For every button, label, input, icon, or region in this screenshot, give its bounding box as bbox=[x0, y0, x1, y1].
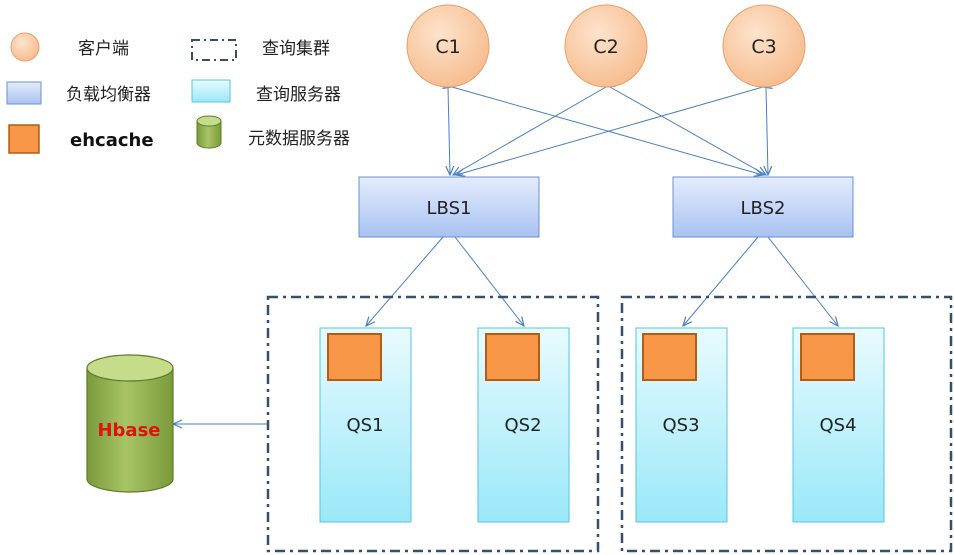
legend-client-label: 客户端 bbox=[78, 39, 129, 59]
qs3-ehcache bbox=[642, 333, 697, 381]
legend: 客户端 查询集群 负载均衡器 查询服务器 ehcache 元数据服务器 bbox=[6, 32, 350, 154]
qs3-label: QS3 bbox=[662, 415, 699, 436]
load-balancers: LBS1 LBS2 bbox=[358, 176, 854, 238]
arrow-lbs1-qs2 bbox=[455, 237, 524, 326]
arrow-c2-lbs2 bbox=[610, 87, 766, 175]
legend-qs-label: 查询服务器 bbox=[256, 85, 341, 105]
legend-lb-label: 负载均衡器 bbox=[66, 85, 151, 105]
qs3-box: QS3 bbox=[635, 327, 728, 523]
legend-ehcache-swatch bbox=[8, 124, 40, 154]
clients: C1 C2 C3 bbox=[406, 4, 806, 88]
qs1-ehcache bbox=[327, 333, 382, 381]
legend-cluster-label: 查询集群 bbox=[262, 39, 330, 59]
legend-cluster-swatch bbox=[191, 39, 237, 61]
arrow-c3-lbs2 bbox=[766, 87, 768, 175]
qs4-box: QS4 bbox=[792, 327, 885, 523]
qs4-label: QS4 bbox=[819, 415, 856, 436]
client-c3-label: C3 bbox=[751, 36, 776, 58]
client-c3: C3 bbox=[722, 4, 806, 88]
qs2-ehcache bbox=[485, 333, 540, 381]
hbase-label: Hbase bbox=[97, 420, 160, 441]
lbs2-label: LBS2 bbox=[741, 198, 786, 219]
client-c2-label: C2 bbox=[593, 36, 618, 58]
arrow-c2-lbs1 bbox=[453, 87, 606, 175]
lbs1-box: LBS1 bbox=[358, 176, 540, 238]
legend-metadata-label: 元数据服务器 bbox=[248, 129, 350, 149]
qs2-label: QS2 bbox=[504, 415, 541, 436]
legend-client-swatch bbox=[10, 32, 40, 62]
qs1-label: QS1 bbox=[346, 415, 383, 436]
query-cluster-1 bbox=[266, 295, 600, 553]
legend-lb-swatch bbox=[6, 81, 42, 105]
qs4-ehcache bbox=[800, 333, 855, 381]
hbase-database: Hbase bbox=[86, 354, 174, 493]
qs1-box: QS1 bbox=[319, 327, 412, 523]
query-cluster-2 bbox=[620, 295, 953, 553]
client-c2: C2 bbox=[564, 4, 648, 88]
legend-qs-swatch bbox=[191, 79, 231, 103]
legend-ehcache-label: ehcache bbox=[70, 130, 154, 151]
connections bbox=[173, 87, 838, 424]
legend-metadata-swatch bbox=[196, 115, 222, 149]
client-c1: C1 bbox=[406, 4, 490, 88]
arrow-lbs2-qs3 bbox=[683, 237, 758, 326]
lbs2-box: LBS2 bbox=[672, 176, 854, 238]
arrow-lbs2-qs4 bbox=[768, 237, 838, 326]
arrow-c1-lbs1 bbox=[448, 87, 450, 175]
arrow-lbs1-qs1 bbox=[366, 237, 443, 326]
qs2-box: QS2 bbox=[477, 327, 570, 523]
lbs1-label: LBS1 bbox=[427, 198, 472, 219]
client-c1-label: C1 bbox=[435, 36, 460, 58]
query-servers: QS1 QS2 QS3 QS4 bbox=[319, 327, 885, 523]
